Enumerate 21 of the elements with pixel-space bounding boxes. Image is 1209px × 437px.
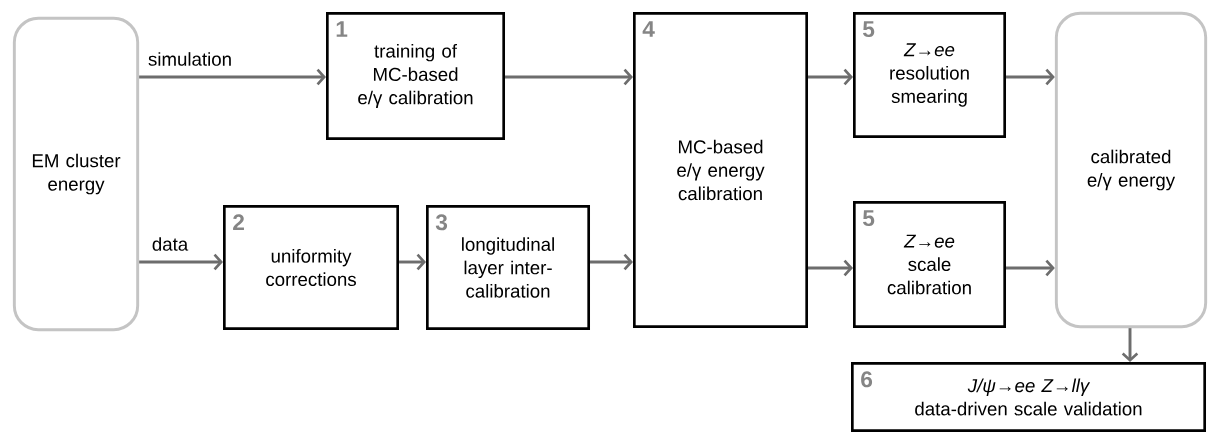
step-number: 5 [862, 210, 875, 227]
rounded-box: calibrated e/γ energy [1054, 11, 1208, 329]
step-number: 4 [642, 21, 655, 37]
step-number: 5 [862, 21, 875, 38]
rounded-box: EM cluster energy [12, 16, 140, 332]
arrow [1121, 328, 1139, 362]
step-number: 2 [233, 214, 244, 231]
arrow [808, 259, 853, 277]
arrow [505, 68, 633, 86]
arrow [399, 253, 426, 271]
arrow [590, 253, 633, 271]
arrow [139, 68, 326, 86]
arrow [1006, 68, 1055, 86]
arrow [808, 68, 853, 86]
step-number: 3 [435, 214, 448, 231]
edge-label: simulation [146, 50, 234, 68]
arrow [1006, 259, 1055, 277]
step-number: 1 [336, 21, 348, 37]
arrow [139, 253, 223, 271]
edge-label: data [150, 235, 190, 253]
step-number: 6 [861, 371, 873, 388]
